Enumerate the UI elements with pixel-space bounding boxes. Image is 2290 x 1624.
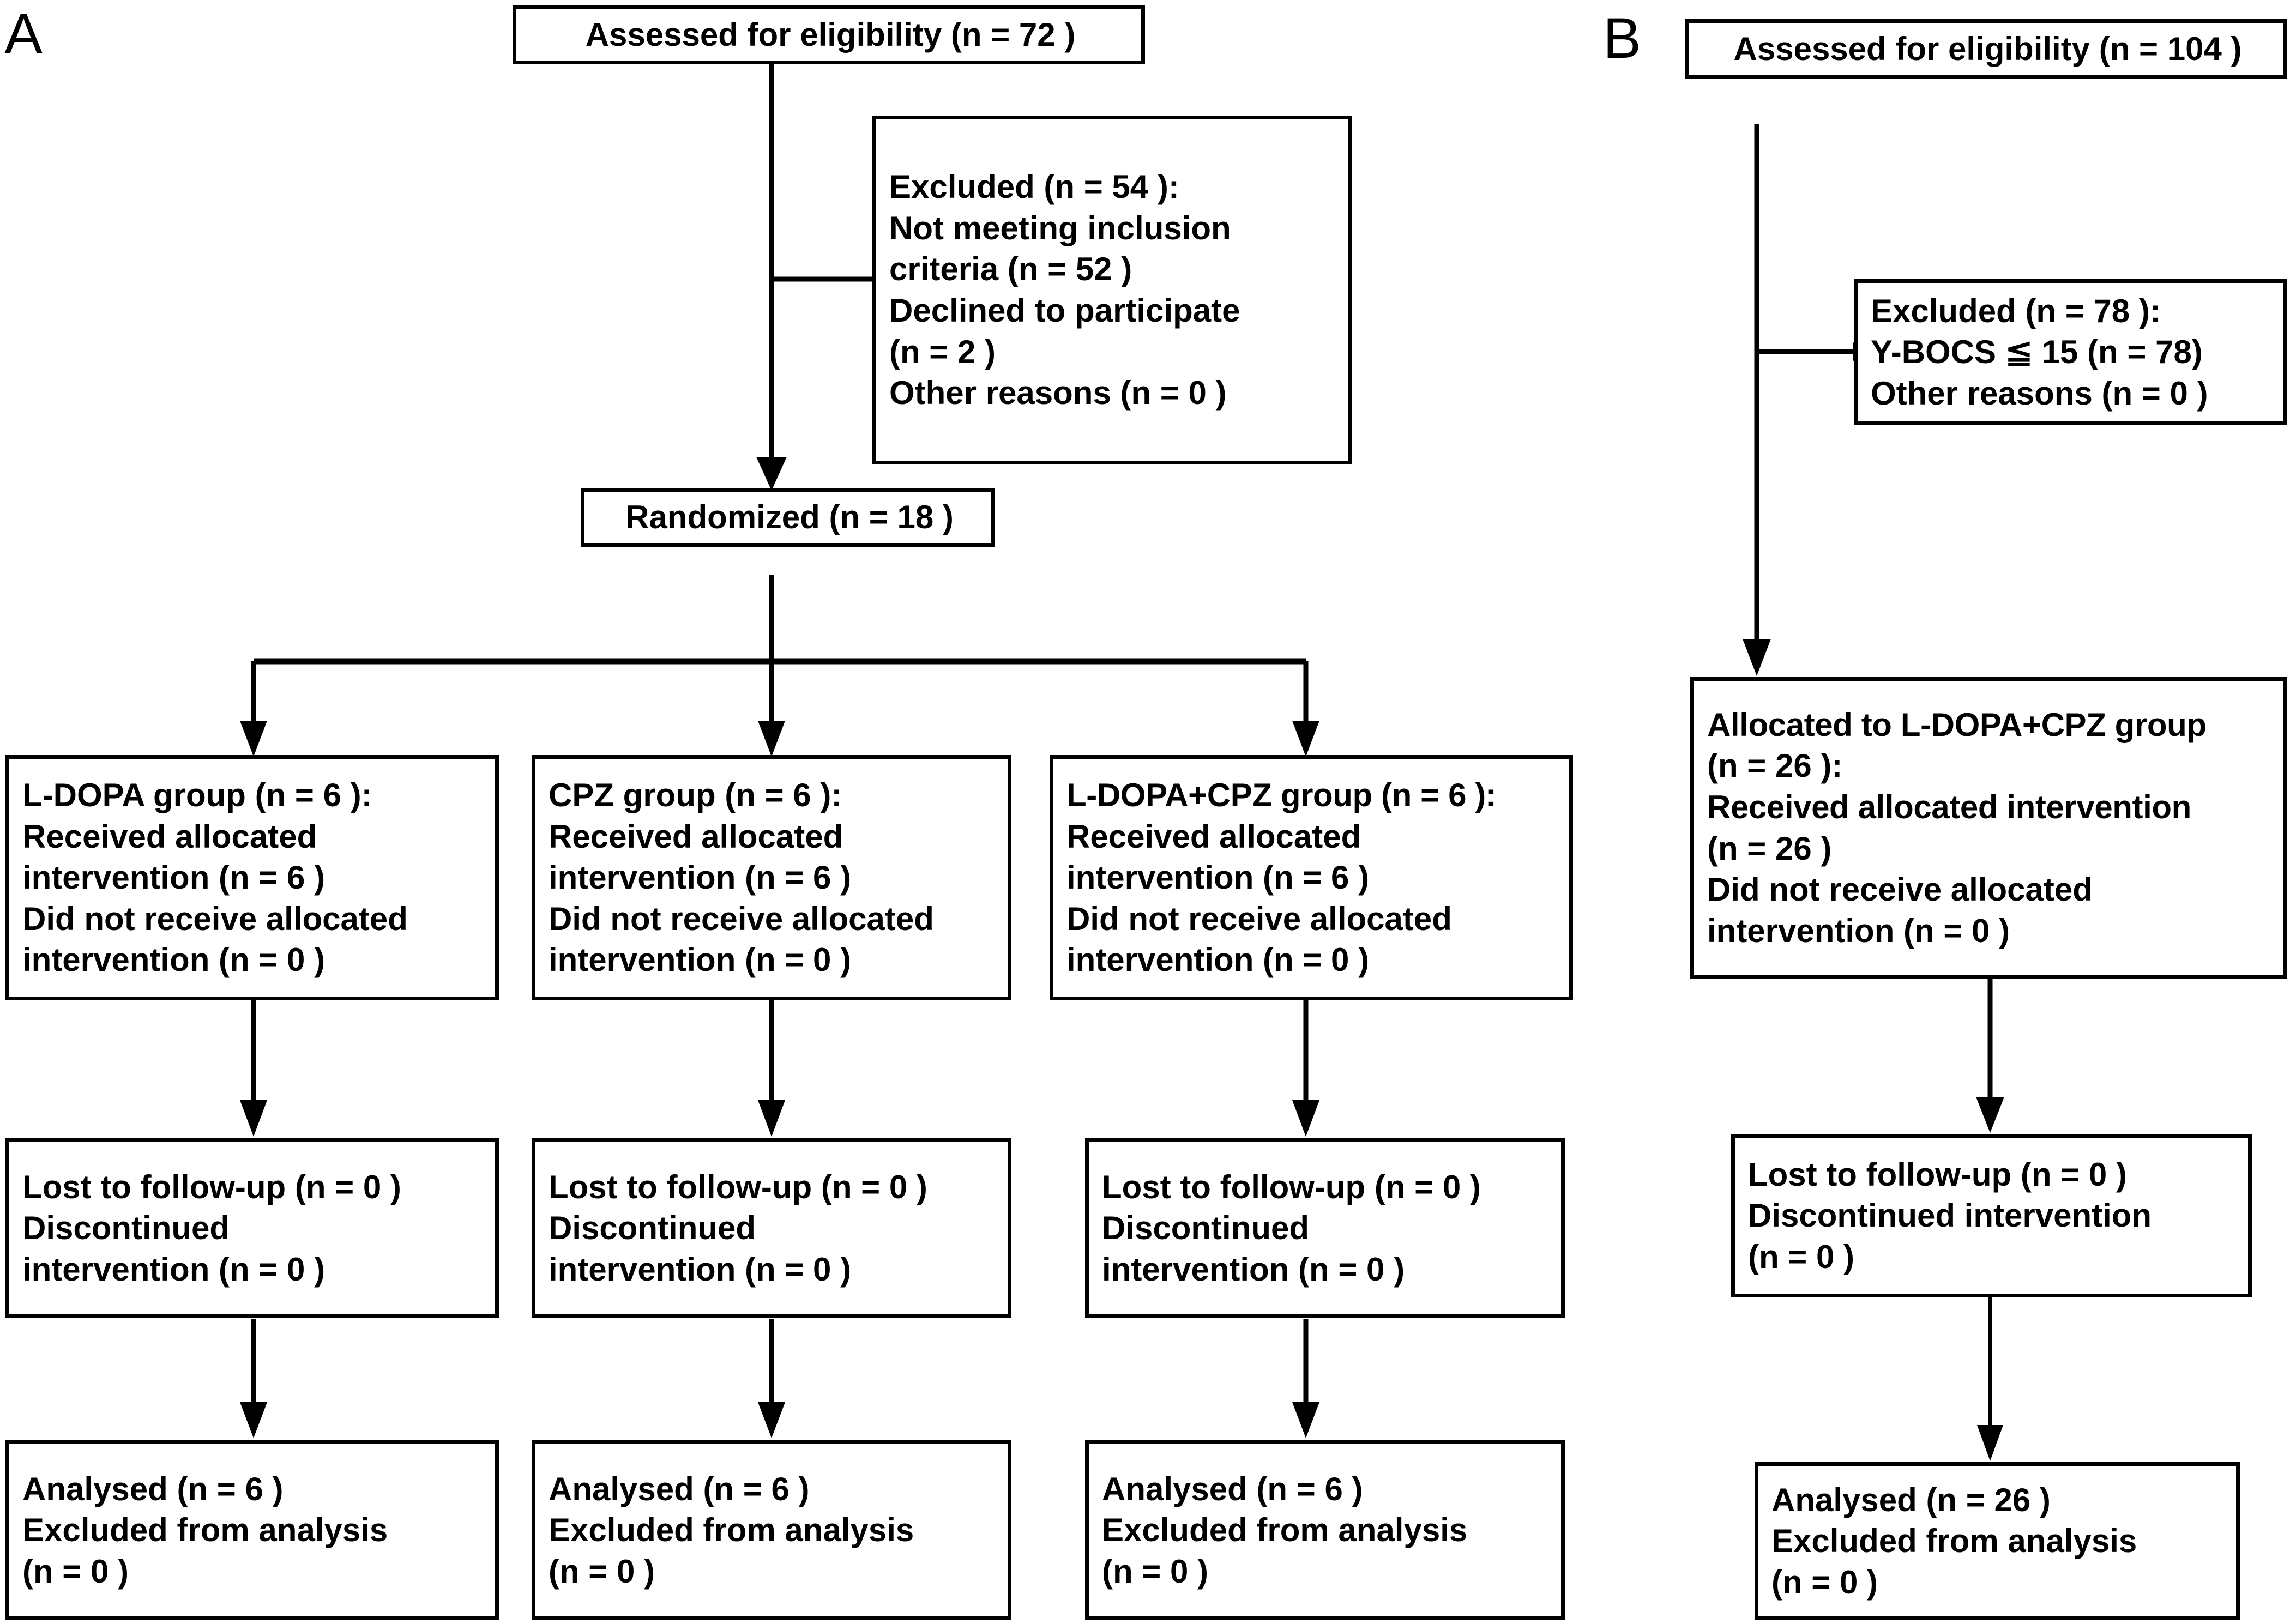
box-line: Did not receive allocated <box>1066 900 1452 937</box>
box-line: intervention (n = 0 ) <box>1102 1251 1405 1288</box>
box-line: Discontinued <box>549 1210 756 1247</box>
panel-label-a: A <box>4 2 43 66</box>
box-line: Did not receive allocated <box>1707 871 2093 908</box>
box-line: intervention (n = 6 ) <box>549 859 852 896</box>
connector-a-randomization-split <box>240 575 1319 757</box>
box-a-assessed-for-eligibility: Assessed for eligibility (n = 72 ) <box>513 5 1145 64</box>
box-a-arm3-allocation: L-DOPA+CPZ group (n = 6 ): Received allo… <box>1050 755 1573 1000</box>
connector-a-arm1-followup-to-analysis <box>240 1319 267 1438</box>
connector-b-assessed-to-allocation <box>1743 124 1771 676</box>
box-line: Lost to follow-up (n = 0 ) <box>549 1168 927 1205</box>
box-b-assessed-for-eligibility: Assessed for eligibility (n = 104 ) <box>1685 19 2287 79</box>
box-line: (n = 26 ): <box>1707 747 1843 784</box>
box-line: intervention (n = 6 ) <box>22 859 326 896</box>
box-line: Excluded from analysis <box>549 1512 914 1549</box>
box-line: Lost to follow-up (n = 0 ) <box>1102 1168 1481 1205</box>
box-a-randomized: Randomized (n = 18 ) <box>581 488 995 547</box>
box-line: Analysed (n = 6 ) <box>1102 1470 1363 1507</box>
box-line: Other reasons (n = 0 ) <box>889 375 1227 412</box>
box-line: Did not receive allocated <box>22 900 408 937</box>
box-a-arm1-followup: Lost to follow-up (n = 0 ) Discontinued … <box>5 1138 499 1318</box>
box-line: L-DOPA group (n = 6 ): <box>22 777 372 814</box>
connector-a-arm3-alloc-to-followup <box>1292 998 1319 1137</box>
box-b-excluded: Excluded (n = 78 ): Y-BOCS ≦ 15 (n = 78)… <box>1854 279 2287 425</box>
connector-a-assessed-to-randomized <box>756 64 787 491</box>
box-line: Excluded (n = 54 ): <box>889 168 1179 206</box>
box-line: Excluded from analysis <box>1771 1523 2137 1560</box>
connector-a-arm2-followup-to-analysis <box>758 1319 785 1438</box>
box-line: (n = 2 ) <box>889 333 996 370</box>
box-line: Received allocated <box>1066 818 1361 855</box>
box-line: Discontinued <box>22 1210 230 1247</box>
box-line: intervention (n = 0 ) <box>1707 912 2010 949</box>
box-line: Analysed (n = 26 ) <box>1771 1481 2051 1518</box>
box-line: intervention (n = 0 ) <box>549 941 852 979</box>
box-line: criteria (n = 52 ) <box>889 251 1132 288</box>
connector-b-followup-to-analysis <box>1977 1297 2003 1461</box>
box-line: Randomized (n = 18 ) <box>625 499 954 536</box>
box-line: Discontinued <box>1102 1210 1310 1247</box>
connector-a-arm1-alloc-to-followup <box>240 998 267 1137</box>
box-line: CPZ group (n = 6 ): <box>549 777 842 814</box>
box-line: Y-BOCS ≦ 15 (n = 78) <box>1871 334 2203 371</box>
box-line: Lost to follow-up (n = 0 ) <box>22 1168 401 1205</box>
box-line: Excluded (n = 78 ): <box>1871 292 2161 329</box>
box-line: Other reasons (n = 0 ) <box>1871 375 2208 412</box>
box-line: Analysed (n = 6 ) <box>549 1470 810 1507</box>
box-a-arm3-followup: Lost to follow-up (n = 0 ) Discontinued … <box>1085 1138 1565 1318</box>
box-line: Analysed (n = 6 ) <box>22 1470 284 1507</box>
box-b-allocation: Allocated to L-DOPA+CPZ group (n = 26 ):… <box>1690 677 2287 979</box>
box-line: intervention (n = 0 ) <box>549 1251 852 1288</box>
box-a-arm1-analysis: Analysed (n = 6 ) Excluded from analysis… <box>5 1440 499 1620</box>
box-line: intervention (n = 0 ) <box>22 941 326 979</box>
panel-label-b: B <box>1603 7 1642 70</box>
box-b-analysis: Analysed (n = 26 ) Excluded from analysi… <box>1755 1462 2240 1620</box>
box-a-arm1-allocation: L-DOPA group (n = 6 ): Received allocate… <box>5 755 499 1000</box>
box-line: Did not receive allocated <box>549 900 934 937</box>
box-line: (n = 0 ) <box>1102 1553 1209 1590</box>
box-line: L-DOPA+CPZ group (n = 6 ): <box>1066 777 1497 814</box>
box-line: (n = 0 ) <box>1771 1563 1878 1601</box>
box-b-followup: Lost to follow-up (n = 0 ) Discontinued … <box>1731 1134 2252 1297</box>
box-line: Received allocated <box>549 818 843 855</box>
box-line: Excluded from analysis <box>1102 1512 1468 1549</box>
box-line: (n = 26 ) <box>1707 830 1832 867</box>
box-line: Not meeting inclusion <box>889 209 1231 246</box>
box-line: Lost to follow-up (n = 0 ) <box>1748 1156 2127 1193</box>
box-line: Excluded from analysis <box>22 1512 388 1549</box>
connector-b-allocation-to-followup <box>1976 979 2004 1133</box>
box-a-excluded: Excluded (n = 54 ): Not meeting inclusio… <box>872 116 1352 464</box>
box-line: intervention (n = 0 ) <box>1066 941 1370 979</box>
box-line: Discontinued intervention <box>1748 1197 2152 1234</box>
connector-a-arm2-alloc-to-followup <box>758 998 785 1137</box>
box-line: (n = 0 ) <box>549 1553 655 1590</box>
box-a-arm2-allocation: CPZ group (n = 6 ): Received allocated i… <box>532 755 1011 1000</box>
box-line: (n = 0 ) <box>22 1553 129 1590</box>
box-line: Declined to participate <box>889 292 1240 329</box>
box-line: Received allocated intervention <box>1707 788 2191 825</box>
box-a-arm3-analysis: Analysed (n = 6 ) Excluded from analysis… <box>1085 1440 1565 1620</box>
box-line: intervention (n = 6 ) <box>1066 859 1370 896</box>
box-a-arm2-followup: Lost to follow-up (n = 0 ) Discontinued … <box>532 1138 1011 1318</box>
connector-a-arm3-followup-to-analysis <box>1292 1319 1319 1438</box>
box-line: Assessed for eligibility (n = 104 ) <box>1733 31 2242 68</box>
box-line: intervention (n = 0 ) <box>22 1251 326 1288</box>
box-line: Allocated to L-DOPA+CPZ group <box>1707 706 2207 743</box>
box-line: (n = 0 ) <box>1748 1238 1855 1275</box>
box-a-arm2-analysis: Analysed (n = 6 ) Excluded from analysis… <box>532 1440 1011 1620</box>
box-line: Received allocated <box>22 818 317 855</box>
box-line: Assessed for eligibility (n = 72 ) <box>585 16 1076 53</box>
